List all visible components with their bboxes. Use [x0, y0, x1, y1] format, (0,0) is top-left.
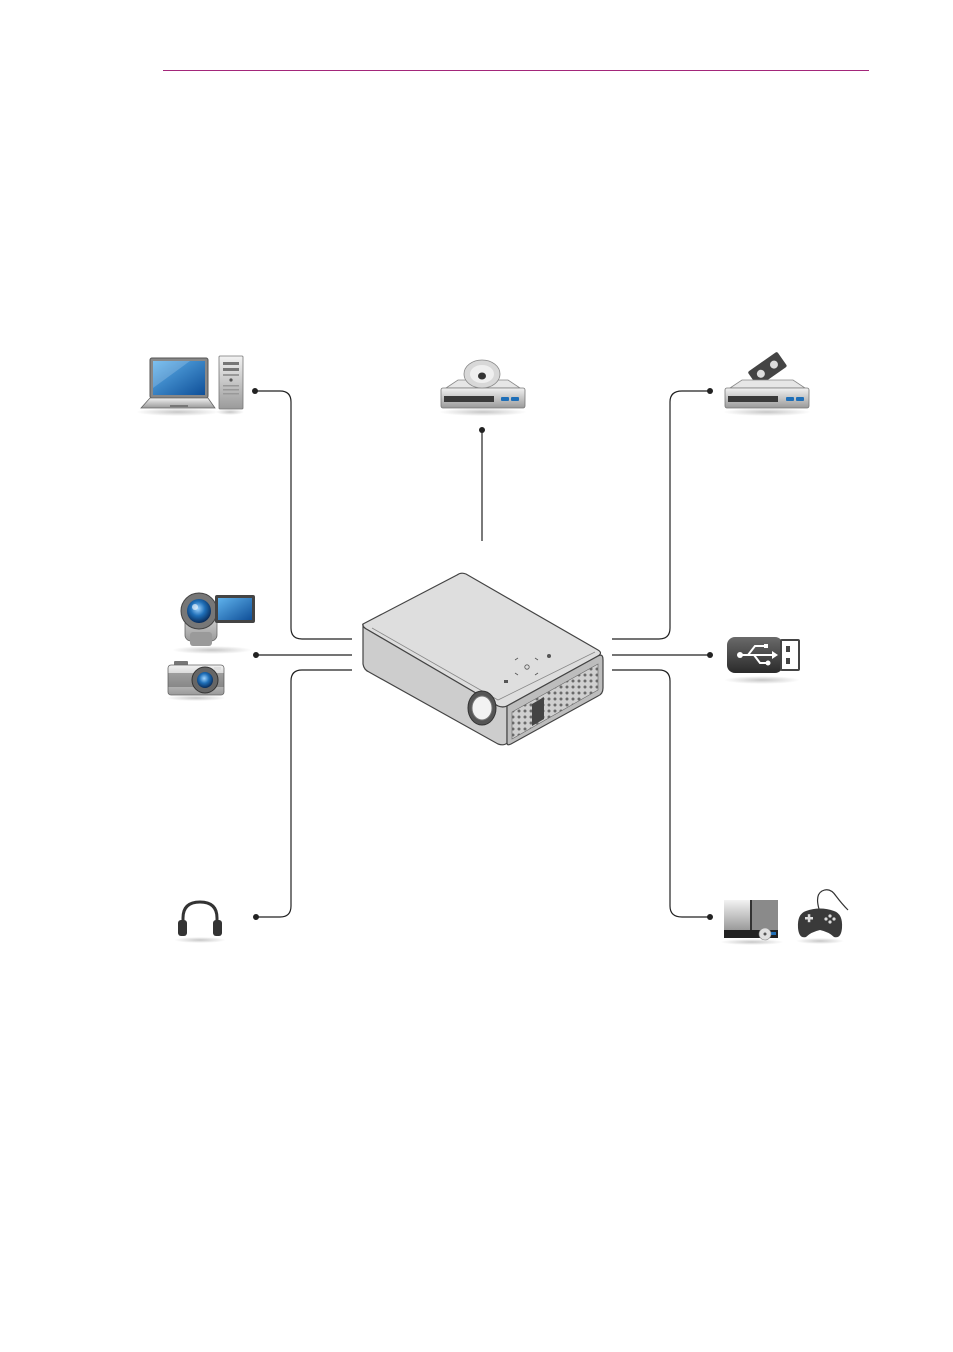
headphones-icon: [174, 902, 226, 943]
connector-pc: [255, 391, 352, 639]
projector-icon: [363, 573, 603, 745]
usb-drive-icon: [724, 637, 800, 684]
camcorder-icon: [172, 593, 255, 654]
connector-dot: [479, 427, 485, 433]
set-top-box-icon: [720, 900, 784, 945]
gamepad-icon: [796, 890, 848, 944]
digital-camera-icon: [166, 661, 226, 701]
desktop-tower-icon: [216, 356, 244, 415]
connector-headphones: [256, 670, 352, 917]
connector-settop-game: [612, 670, 710, 917]
connector-dot: [707, 388, 713, 394]
connector-dot: [253, 652, 259, 658]
vcr-icon: [723, 351, 811, 416]
connector-dot: [253, 914, 259, 920]
connector-vcr: [612, 391, 710, 639]
connector-dot: [707, 914, 713, 920]
dvd-player-icon: [439, 360, 527, 416]
connector-dot: [252, 388, 258, 394]
laptop-icon: [136, 358, 220, 416]
connector-dot: [707, 652, 713, 658]
